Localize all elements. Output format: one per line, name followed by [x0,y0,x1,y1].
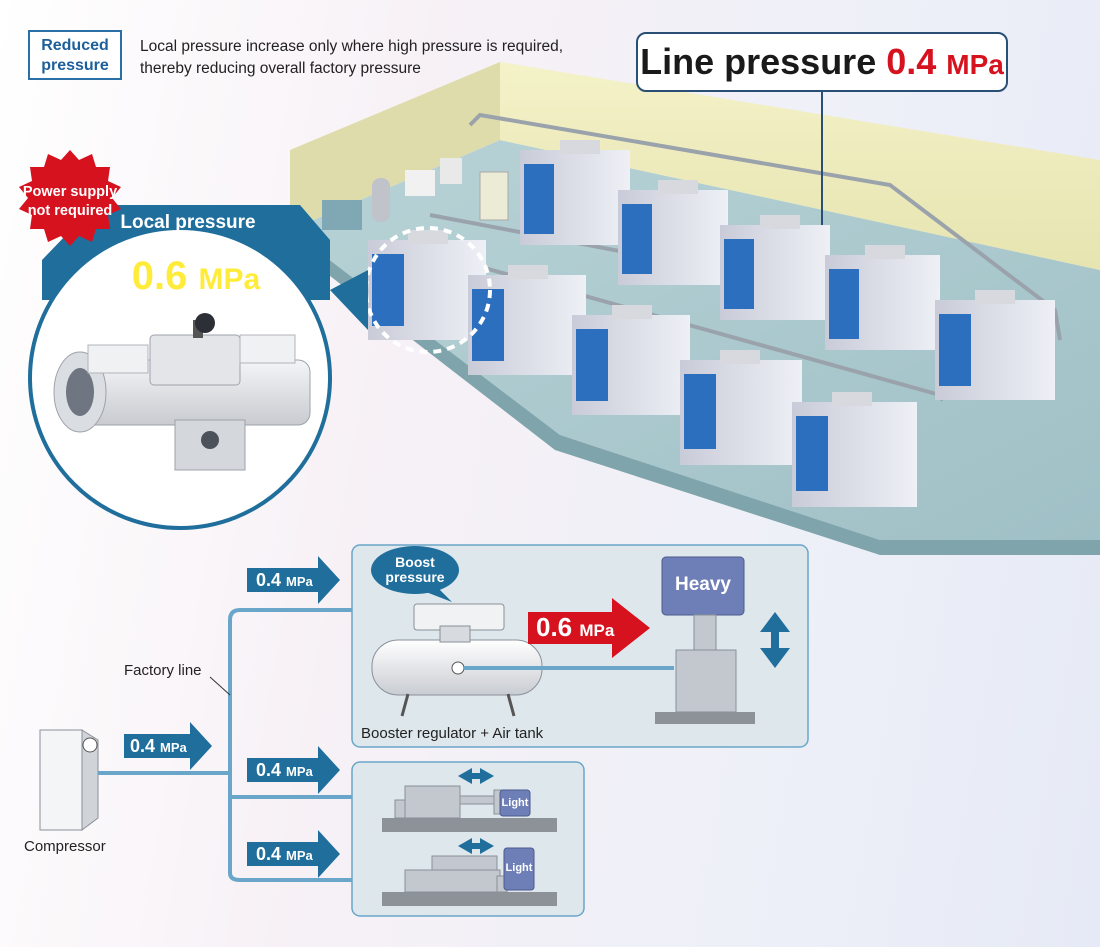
local-pressure-value: 0.6 MPa [96,254,296,302]
reduced-desc-line2: thereby reducing overall factory pressur… [140,60,421,77]
light-label-1: Light [501,797,529,809]
arrow-compressor-value: 0.4 [130,736,156,756]
arrow-light2-unit: MPa [286,848,313,863]
light-2-left-right-arrow [458,838,494,854]
arrow-label-light2: 0.4 MPa [256,841,313,869]
local-value-unit: MPa [198,263,261,296]
booster-regulator-closeup [53,313,311,471]
line-pressure-label: Line pressure [640,41,887,82]
line-pressure-unit: MPa [946,49,1004,80]
reduced-desc-line1: Local pressure increase only where high … [140,38,564,55]
boost-pressure-label: Boost pressure [380,555,450,585]
light-load-2 [382,847,557,906]
arrow-top-value: 0.4 [256,570,282,590]
line-pressure-value: 0.4 [886,41,937,82]
arrow-compressor-unit: MPa [160,740,187,755]
reduced-pressure-description: Local pressure increase only where high … [140,36,600,80]
utility-equipment [322,158,509,230]
arrow-label-light1: 0.4 MPa [256,757,313,785]
light-load-1 [382,785,557,832]
arrow-label-compressor: 0.4 MPa [130,733,187,761]
power-supply-text: Power supply not required [22,183,118,221]
power-supply-badge [19,150,121,246]
local-title-line1: Local pressure [120,212,256,233]
arrow-light1-unit: MPa [286,764,313,779]
arrow-top-unit: MPa [286,574,313,589]
factory-wall-back [500,62,1100,270]
local-title-line2: increase [149,234,227,255]
reduced-badge-line1: Reduced [41,37,109,54]
arrow-light1-value: 0.4 [256,760,282,780]
heavy-up-down-arrow [760,612,790,668]
boost-label-line2: pressure [385,569,445,585]
heavy-load-equipment [655,556,755,724]
factory-line-label: Factory line [124,662,202,679]
reduced-pressure-badge: Reduced pressure [28,30,122,80]
boost-pressure-arrow [528,598,650,658]
boost-arrow-value: 0.6 [536,612,573,642]
arrow-light2-value: 0.4 [256,844,282,864]
factory-line-leader [209,676,231,696]
local-pressure-title: Local pressure increase [108,212,268,256]
local-value-number: 0.6 [131,254,188,298]
compressor [39,729,99,831]
callout-pointer [330,270,368,330]
boost-arrow-label: 0.6 MPa [536,612,614,643]
power-supply-line1: Power supply [22,184,118,200]
heavy-label: Heavy [675,574,731,595]
machines-front-row [368,230,917,507]
boost-pressure-bubble [371,546,459,602]
light-1-left-right-arrow [458,768,494,784]
light-label-2: Light [505,862,533,874]
booster-and-air-tank [371,603,543,717]
booster-caption: Booster regulator + Air tank [361,725,544,742]
reduced-badge-line2: pressure [41,57,109,74]
boost-label-line1: Boost [395,554,435,570]
pressure-arrows [124,556,340,878]
boost-arrow-unit: MPa [579,621,615,640]
floor-edge [290,230,1100,555]
line-pressure-box: Line pressure 0.4 MPa [636,32,1008,92]
machines-back-row [520,140,1055,400]
factory-wall-left [290,62,500,230]
arrow-label-top: 0.4 MPa [256,567,313,595]
power-supply-line2: not required [27,203,113,219]
compressor-label: Compressor [24,838,106,855]
booster-highlight-circle [364,226,492,354]
